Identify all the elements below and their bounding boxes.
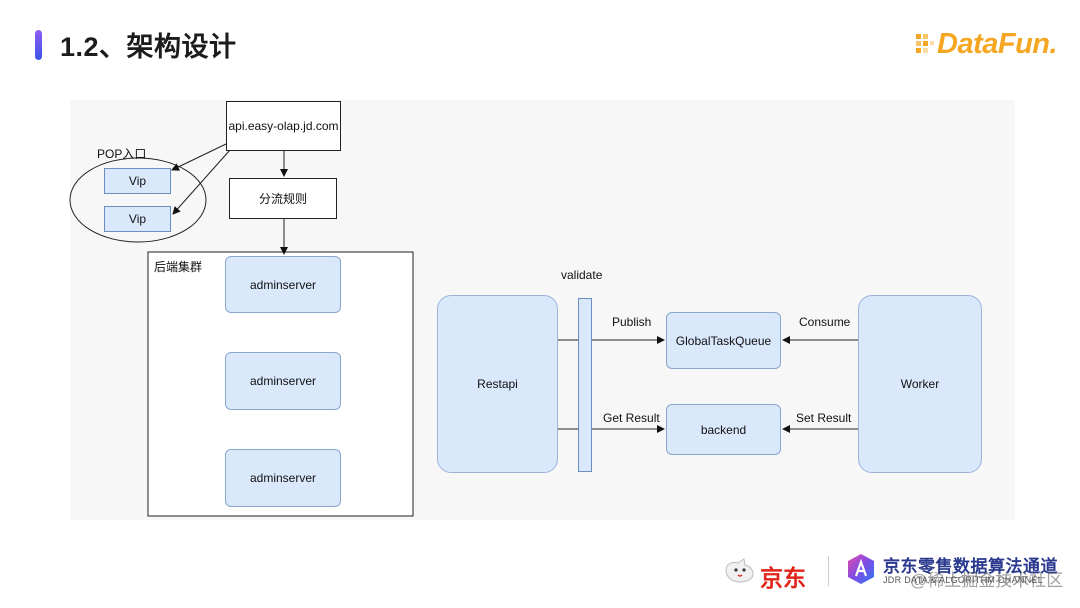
datafun-logo-icon xyxy=(916,34,934,53)
validate-gate-bar xyxy=(578,298,592,472)
pop-entry-label: POP入口 xyxy=(97,147,147,161)
publish-label: Publish xyxy=(612,315,652,329)
validate-label: validate xyxy=(561,268,603,282)
jd-dog-icon xyxy=(725,558,754,583)
adminserver-node-3: adminserver xyxy=(225,449,341,507)
set-result-label: Set Result xyxy=(796,411,852,425)
datafun-logo-text: DataFun. xyxy=(937,28,1058,60)
jdr-channel-logo-icon xyxy=(848,554,874,584)
jdr-channel-subtitle: JDR DATA & ALGORITHM CHANNEL xyxy=(883,575,1044,585)
backend-node: backend xyxy=(666,404,781,455)
worker-node: Worker xyxy=(858,295,982,473)
adminserver-node-1: adminserver xyxy=(225,256,341,313)
jdr-channel-title: 京东零售数据算法通道 xyxy=(883,557,1058,576)
backend-cluster-label: 后端集群 xyxy=(154,260,203,274)
pop-entry-ellipse xyxy=(69,157,207,243)
watermark: @稀土掘金技术社区 xyxy=(910,571,1064,590)
title-accent-bar xyxy=(35,30,42,60)
vip-box-1: Vip xyxy=(104,168,171,194)
vip-box-2: Vip xyxy=(104,206,171,232)
consume-label: Consume xyxy=(799,315,851,329)
page-title: 1.2、架构设计 xyxy=(60,32,237,62)
jd-brand-text: 京东 xyxy=(760,565,806,591)
footer-divider xyxy=(828,556,829,586)
get-result-label: Get Result xyxy=(603,411,660,425)
restapi-node: Restapi xyxy=(437,295,558,473)
adminserver-node-2: adminserver xyxy=(225,352,341,410)
route-rule-box: 分流规则 xyxy=(229,178,337,219)
global-task-queue-node: GlobalTaskQueue xyxy=(666,312,781,369)
api-endpoint-box: api.easy-olap.jd.com xyxy=(226,101,341,151)
